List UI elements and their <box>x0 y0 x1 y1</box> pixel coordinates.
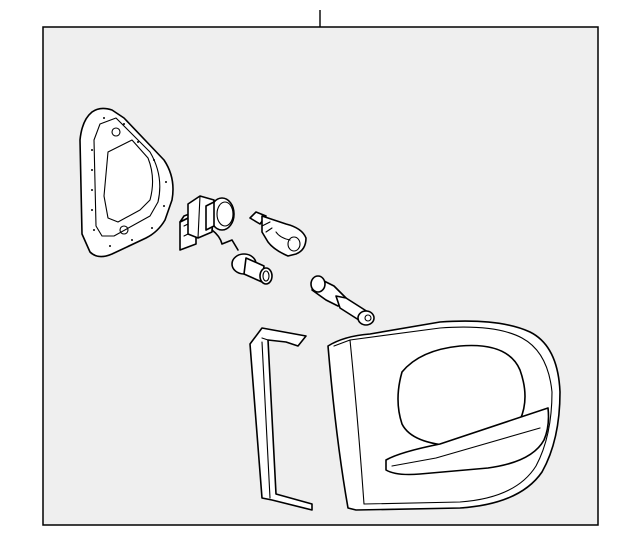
seal-strip-icon <box>249 327 313 511</box>
cylinder-bulb-icon <box>310 275 375 326</box>
socket-connector-icon <box>179 195 239 251</box>
gasket-plate-icon <box>79 107 174 258</box>
lamp-housing-icon <box>327 320 561 511</box>
small-bulb-icon <box>231 253 273 285</box>
wedge-bulb-icon <box>249 211 307 257</box>
